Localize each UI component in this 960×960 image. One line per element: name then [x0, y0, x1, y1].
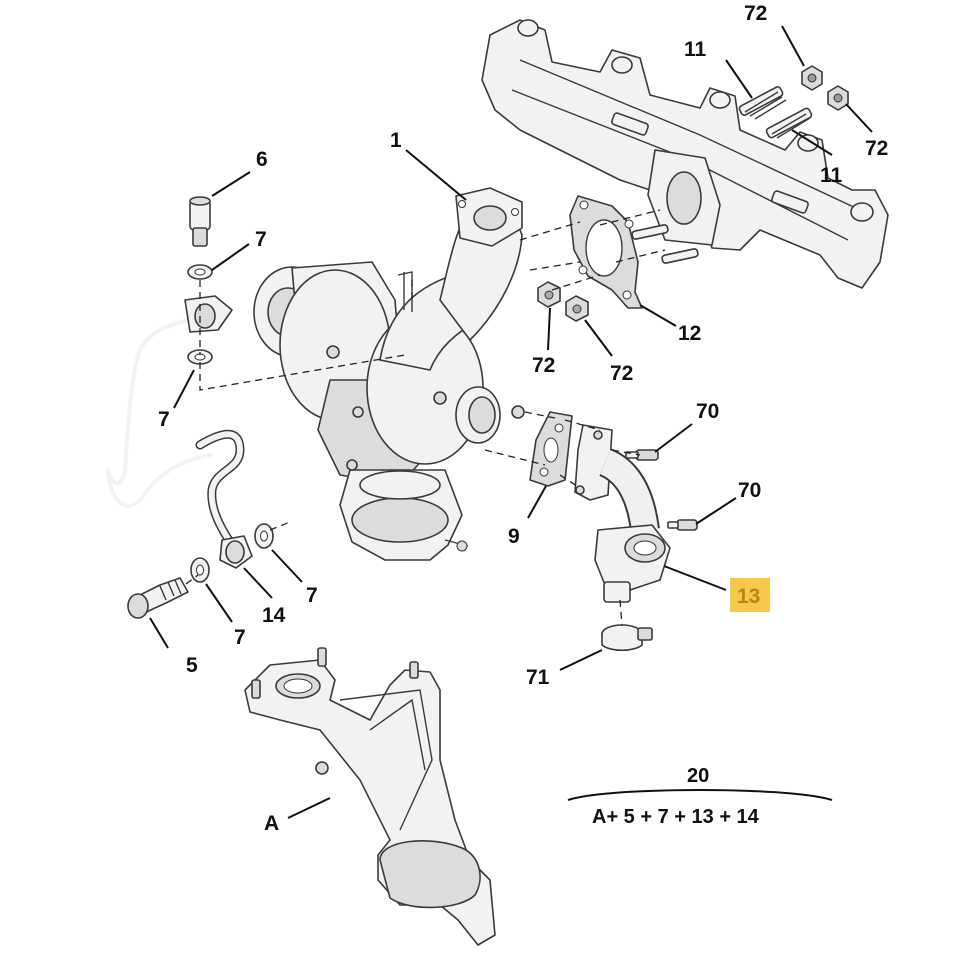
callout-9: 9	[508, 525, 520, 548]
nut-72-right[interactable]	[827, 85, 849, 111]
exhaust-manifold[interactable]	[481, 19, 889, 289]
turbo-outlet-gasket-12[interactable]	[569, 195, 643, 309]
callout-72-a: 72	[744, 2, 767, 25]
gasket-9[interactable]	[529, 411, 573, 487]
callout-5: 5	[186, 654, 198, 677]
kit-number: 20	[687, 765, 709, 787]
nut-72-top[interactable]	[801, 65, 823, 91]
kit-brace	[567, 789, 833, 801]
callout-72-d: 72	[610, 362, 633, 385]
callout-1: 1	[390, 129, 402, 152]
callout-6: 6	[256, 148, 268, 171]
stud-11-lower[interactable]	[765, 107, 813, 139]
oil-feed-pipe[interactable]	[106, 295, 233, 508]
bolt-70-upper[interactable]	[625, 449, 659, 461]
callout-14: 14	[262, 604, 286, 627]
washer-7-a[interactable]	[187, 264, 213, 280]
banjo-bolt-6[interactable]	[189, 196, 211, 247]
banjo-fitting-14[interactable]	[219, 535, 253, 569]
nut-72-lower[interactable]	[565, 295, 589, 322]
bracket-A[interactable]	[244, 647, 496, 946]
oil-return-pipe[interactable]	[195, 429, 245, 550]
assembly-lines	[185, 209, 666, 626]
callout-A: A	[264, 812, 279, 835]
callout-72-b: 72	[865, 137, 888, 160]
nut-72-left[interactable]	[537, 281, 561, 308]
callout-70-b: 70	[738, 479, 761, 502]
callout-13: 13	[737, 585, 760, 608]
bolt-70-lower[interactable]	[667, 519, 698, 531]
callout-7-c: 7	[234, 626, 246, 649]
callout-7-b: 7	[158, 408, 170, 431]
washer-7-d[interactable]	[254, 523, 274, 549]
callout-7-d: 7	[306, 584, 318, 607]
callout-labels: 1 6 7 7 5 7 14 7 9 11 72 11 72 72 72 12 …	[158, 2, 888, 835]
callout-7-a: 7	[255, 228, 267, 251]
banjo-bolt-5[interactable]	[127, 577, 189, 619]
callout-11-a: 11	[684, 38, 707, 61]
oil-return-tube-13[interactable]	[574, 424, 671, 603]
kit-formula: 20 A+ 5 + 7 + 13 + 14	[567, 765, 833, 828]
washer-7-c[interactable]	[190, 557, 210, 583]
hose-clamp-71[interactable]	[601, 624, 653, 652]
leader-lines	[149, 25, 873, 819]
stud-11-upper[interactable]	[738, 86, 787, 120]
callout-11-b: 11	[820, 164, 843, 187]
callout-12: 12	[678, 322, 701, 345]
callout-13-highlight	[730, 578, 770, 612]
callout-72-c: 72	[532, 354, 555, 377]
callout-71: 71	[526, 666, 550, 689]
kit-contents: A+ 5 + 7 + 13 + 14	[592, 806, 760, 828]
turbocharger-1[interactable]	[253, 187, 525, 561]
callout-70-a: 70	[696, 400, 719, 423]
